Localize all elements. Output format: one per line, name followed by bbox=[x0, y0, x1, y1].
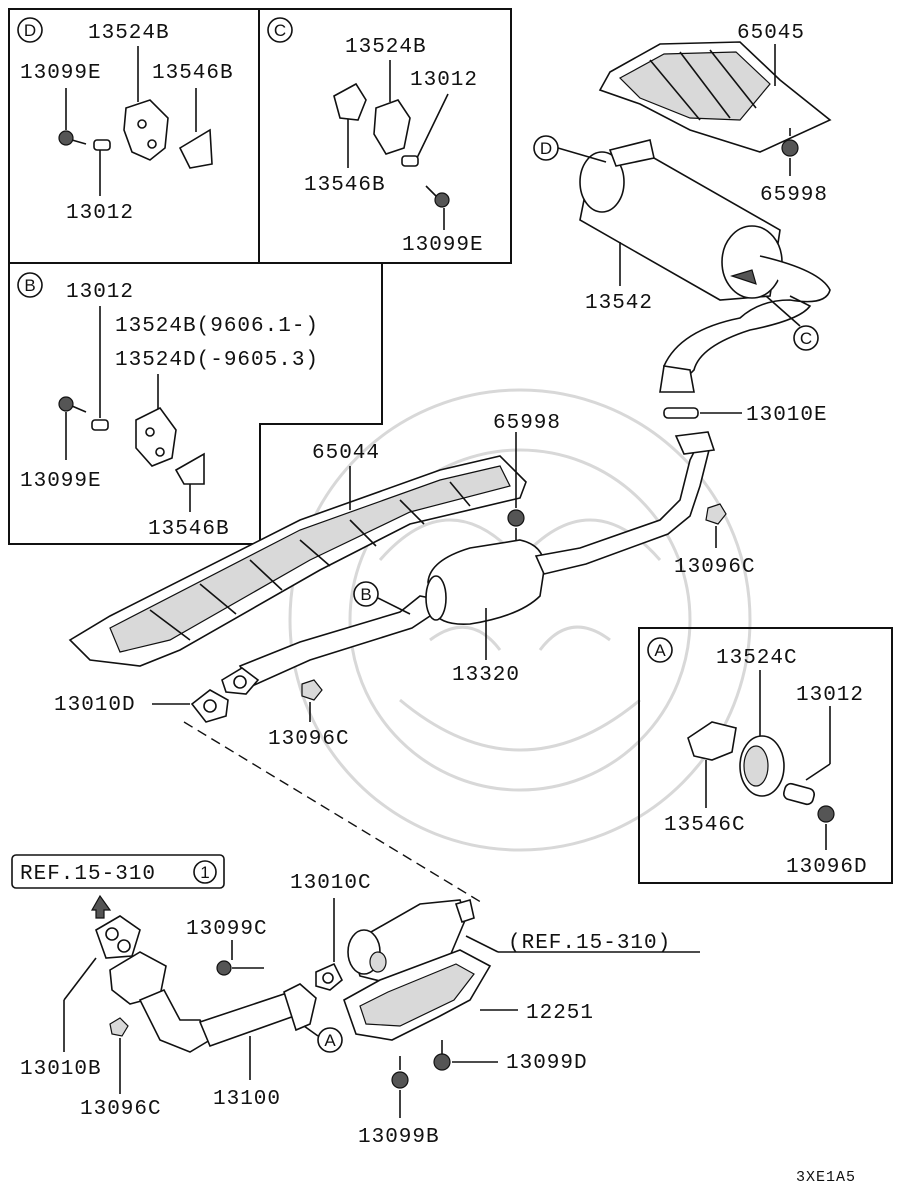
label-13012-d: 13012 bbox=[66, 202, 134, 225]
bolt-13099B: 13099B bbox=[358, 1056, 440, 1149]
inset-box-b bbox=[8, 263, 383, 545]
part-13546B-hanger-b bbox=[174, 452, 205, 485]
part-13546B-hanger-c bbox=[333, 82, 367, 121]
label-13320: 13320 bbox=[452, 664, 520, 687]
heat-protector-65045: 65045 65998 bbox=[598, 22, 832, 207]
label-13099E-c: 13099E bbox=[402, 234, 484, 257]
label-13542: 13542 bbox=[585, 292, 653, 315]
part-13012-collar-b bbox=[91, 419, 109, 431]
inset-b-marker bbox=[17, 272, 43, 298]
heat-protector-12251: 12251 bbox=[343, 949, 594, 1041]
label-13546C-a: 13546C bbox=[664, 814, 746, 837]
part-13524B-bracket-c bbox=[373, 99, 411, 155]
part-13096D-nut-a bbox=[817, 805, 835, 823]
svg-text:C: C bbox=[800, 329, 812, 348]
label-13524B-c: 13524B bbox=[345, 36, 427, 59]
front-pipe-13100: 13100 A 13010B 13096C bbox=[20, 915, 343, 1121]
inset-a-marker bbox=[647, 637, 673, 663]
label-12251: 12251 bbox=[526, 1002, 594, 1025]
inset-c-letter: C bbox=[274, 21, 286, 40]
label-65998-mid: 65998 bbox=[493, 412, 561, 435]
center-pipe-13320: 13320 B bbox=[221, 431, 716, 695]
part-13546C-hanger-a bbox=[687, 721, 737, 761]
label-13099B: 13099B bbox=[358, 1126, 440, 1149]
inset-a-letter: A bbox=[654, 641, 666, 660]
inset-d-marker bbox=[17, 17, 43, 43]
part-13012-collar-c bbox=[401, 155, 419, 167]
ref-box-text: REF.15-310 bbox=[20, 863, 156, 886]
label-13099E-d: 13099E bbox=[20, 62, 102, 85]
part-13524B-bracket-d bbox=[123, 99, 169, 161]
alignment-dashed-line bbox=[183, 721, 485, 905]
inset-d: D 13524B 13099E 13546B 13012 bbox=[17, 17, 234, 225]
inset-d-letter: D bbox=[24, 21, 36, 40]
label-13099C: 13099C bbox=[186, 918, 268, 941]
label-13010D: 13010D bbox=[54, 694, 136, 717]
main-muffler-13542: 13542 C D bbox=[533, 135, 831, 393]
ref-box-num: 1 bbox=[200, 863, 209, 882]
label-13546B-d: 13546B bbox=[152, 62, 234, 85]
svg-text:D: D bbox=[540, 139, 552, 158]
label-13524B-b: 13524B(9606.1-) bbox=[115, 315, 319, 338]
label-ref-15-310-paren: (REF.15-310) bbox=[508, 932, 671, 955]
svg-text:B: B bbox=[360, 585, 371, 604]
callout-c bbox=[793, 325, 819, 351]
callout-a bbox=[317, 1027, 343, 1053]
arrow-up-icon bbox=[90, 894, 112, 919]
gasket-13010D: 13010D bbox=[54, 689, 229, 723]
bolt-65998-mid: 65998 bbox=[493, 412, 561, 540]
label-13546B-b: 13546B bbox=[148, 518, 230, 541]
label-13524C-a: 13524C bbox=[716, 647, 798, 670]
label-13010B: 13010B bbox=[20, 1058, 102, 1081]
label-65045: 65045 bbox=[737, 22, 805, 45]
svg-text:A: A bbox=[324, 1031, 336, 1050]
ref-box bbox=[11, 854, 225, 889]
ref-box-15-310: REF.15-310 1 bbox=[11, 854, 225, 919]
bolt-13099D: 13099D bbox=[433, 1040, 588, 1075]
part-13524B-bracket-b bbox=[135, 406, 177, 467]
diagram-code: 3XE1A5 bbox=[796, 1169, 856, 1186]
heat-protector-65044: 65044 bbox=[68, 442, 527, 667]
label-13096D-a: 13096D bbox=[786, 856, 868, 879]
label-13100: 13100 bbox=[213, 1088, 281, 1111]
inset-c-marker bbox=[267, 17, 293, 43]
inset-c: C 13524B 13012 13546B 13099E bbox=[267, 17, 484, 257]
label-13012-c: 13012 bbox=[410, 69, 478, 92]
label-13010C: 13010C bbox=[290, 872, 372, 895]
label-13524B-d: 13524B bbox=[88, 22, 170, 45]
nut-13096C-mid: 13096C bbox=[268, 679, 350, 751]
bolt-65998-top bbox=[781, 139, 799, 157]
inset-box-a bbox=[638, 627, 893, 884]
label-13099D: 13099D bbox=[506, 1052, 588, 1075]
label-13010E: 13010E bbox=[746, 404, 828, 427]
label-13524D-b: 13524D(-9605.3) bbox=[115, 349, 319, 372]
label-13096C-mid: 13096C bbox=[268, 728, 350, 751]
part-13099E-bolt-c bbox=[434, 192, 450, 208]
inset-b: B 13012 13524B(9606.1-) 13524D(-9605.3) … bbox=[17, 272, 319, 541]
bolt-13099C: 13099C bbox=[186, 918, 268, 976]
inset-b-letter: B bbox=[24, 276, 35, 295]
gasket-13010C: 13010C bbox=[290, 872, 372, 991]
label-13012-a: 13012 bbox=[796, 684, 864, 707]
callout-b bbox=[353, 581, 379, 607]
label-13096C-bottom: 13096C bbox=[80, 1098, 162, 1121]
gasket-13010E: 13010E bbox=[663, 404, 828, 427]
inset-a: A 13524C 13012 13546C 13096D bbox=[647, 637, 868, 879]
nut-13096C-right: 13096C bbox=[674, 503, 756, 579]
label-13099E-b: 13099E bbox=[20, 470, 102, 493]
part-13099E-bolt-d bbox=[58, 130, 74, 146]
catalytic-converter: (REF.15-310) bbox=[347, 898, 700, 987]
part-13012-collar-a bbox=[782, 782, 816, 806]
part-13546B-hanger-d bbox=[178, 128, 213, 169]
label-65044: 65044 bbox=[312, 442, 380, 465]
label-13096C-right: 13096C bbox=[674, 556, 756, 579]
label-13546B-c: 13546B bbox=[304, 174, 386, 197]
part-13099E-bolt-b bbox=[58, 396, 74, 412]
label-65998-top: 65998 bbox=[760, 184, 828, 207]
part-13012-collar-d bbox=[93, 139, 111, 151]
label-13012-b: 13012 bbox=[66, 281, 134, 304]
nut-13096C-bottom bbox=[109, 1017, 129, 1037]
